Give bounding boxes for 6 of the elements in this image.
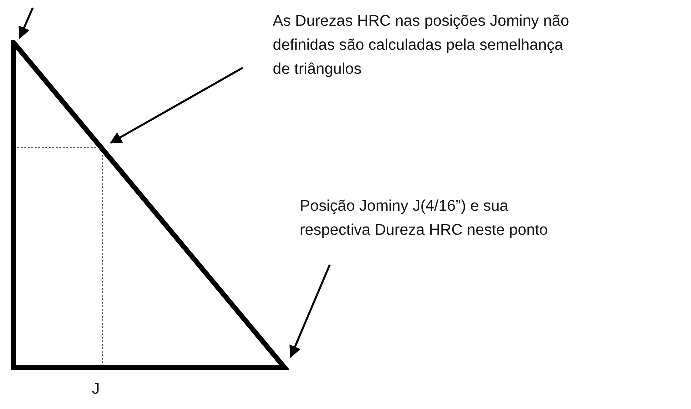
callout-text: As Durezas HRC nas posições Jominy não definidas são calculadas pela semelhança de triângulos — [273, 10, 573, 82]
arrow — [110, 67, 244, 144]
arrow — [18, 8, 34, 40]
axis-label: J — [92, 381, 100, 399]
callout-text: Posição Jominy J(4/16”) e sua respectiva Dureza HRC neste ponto — [300, 195, 550, 243]
arrow — [290, 264, 331, 358]
